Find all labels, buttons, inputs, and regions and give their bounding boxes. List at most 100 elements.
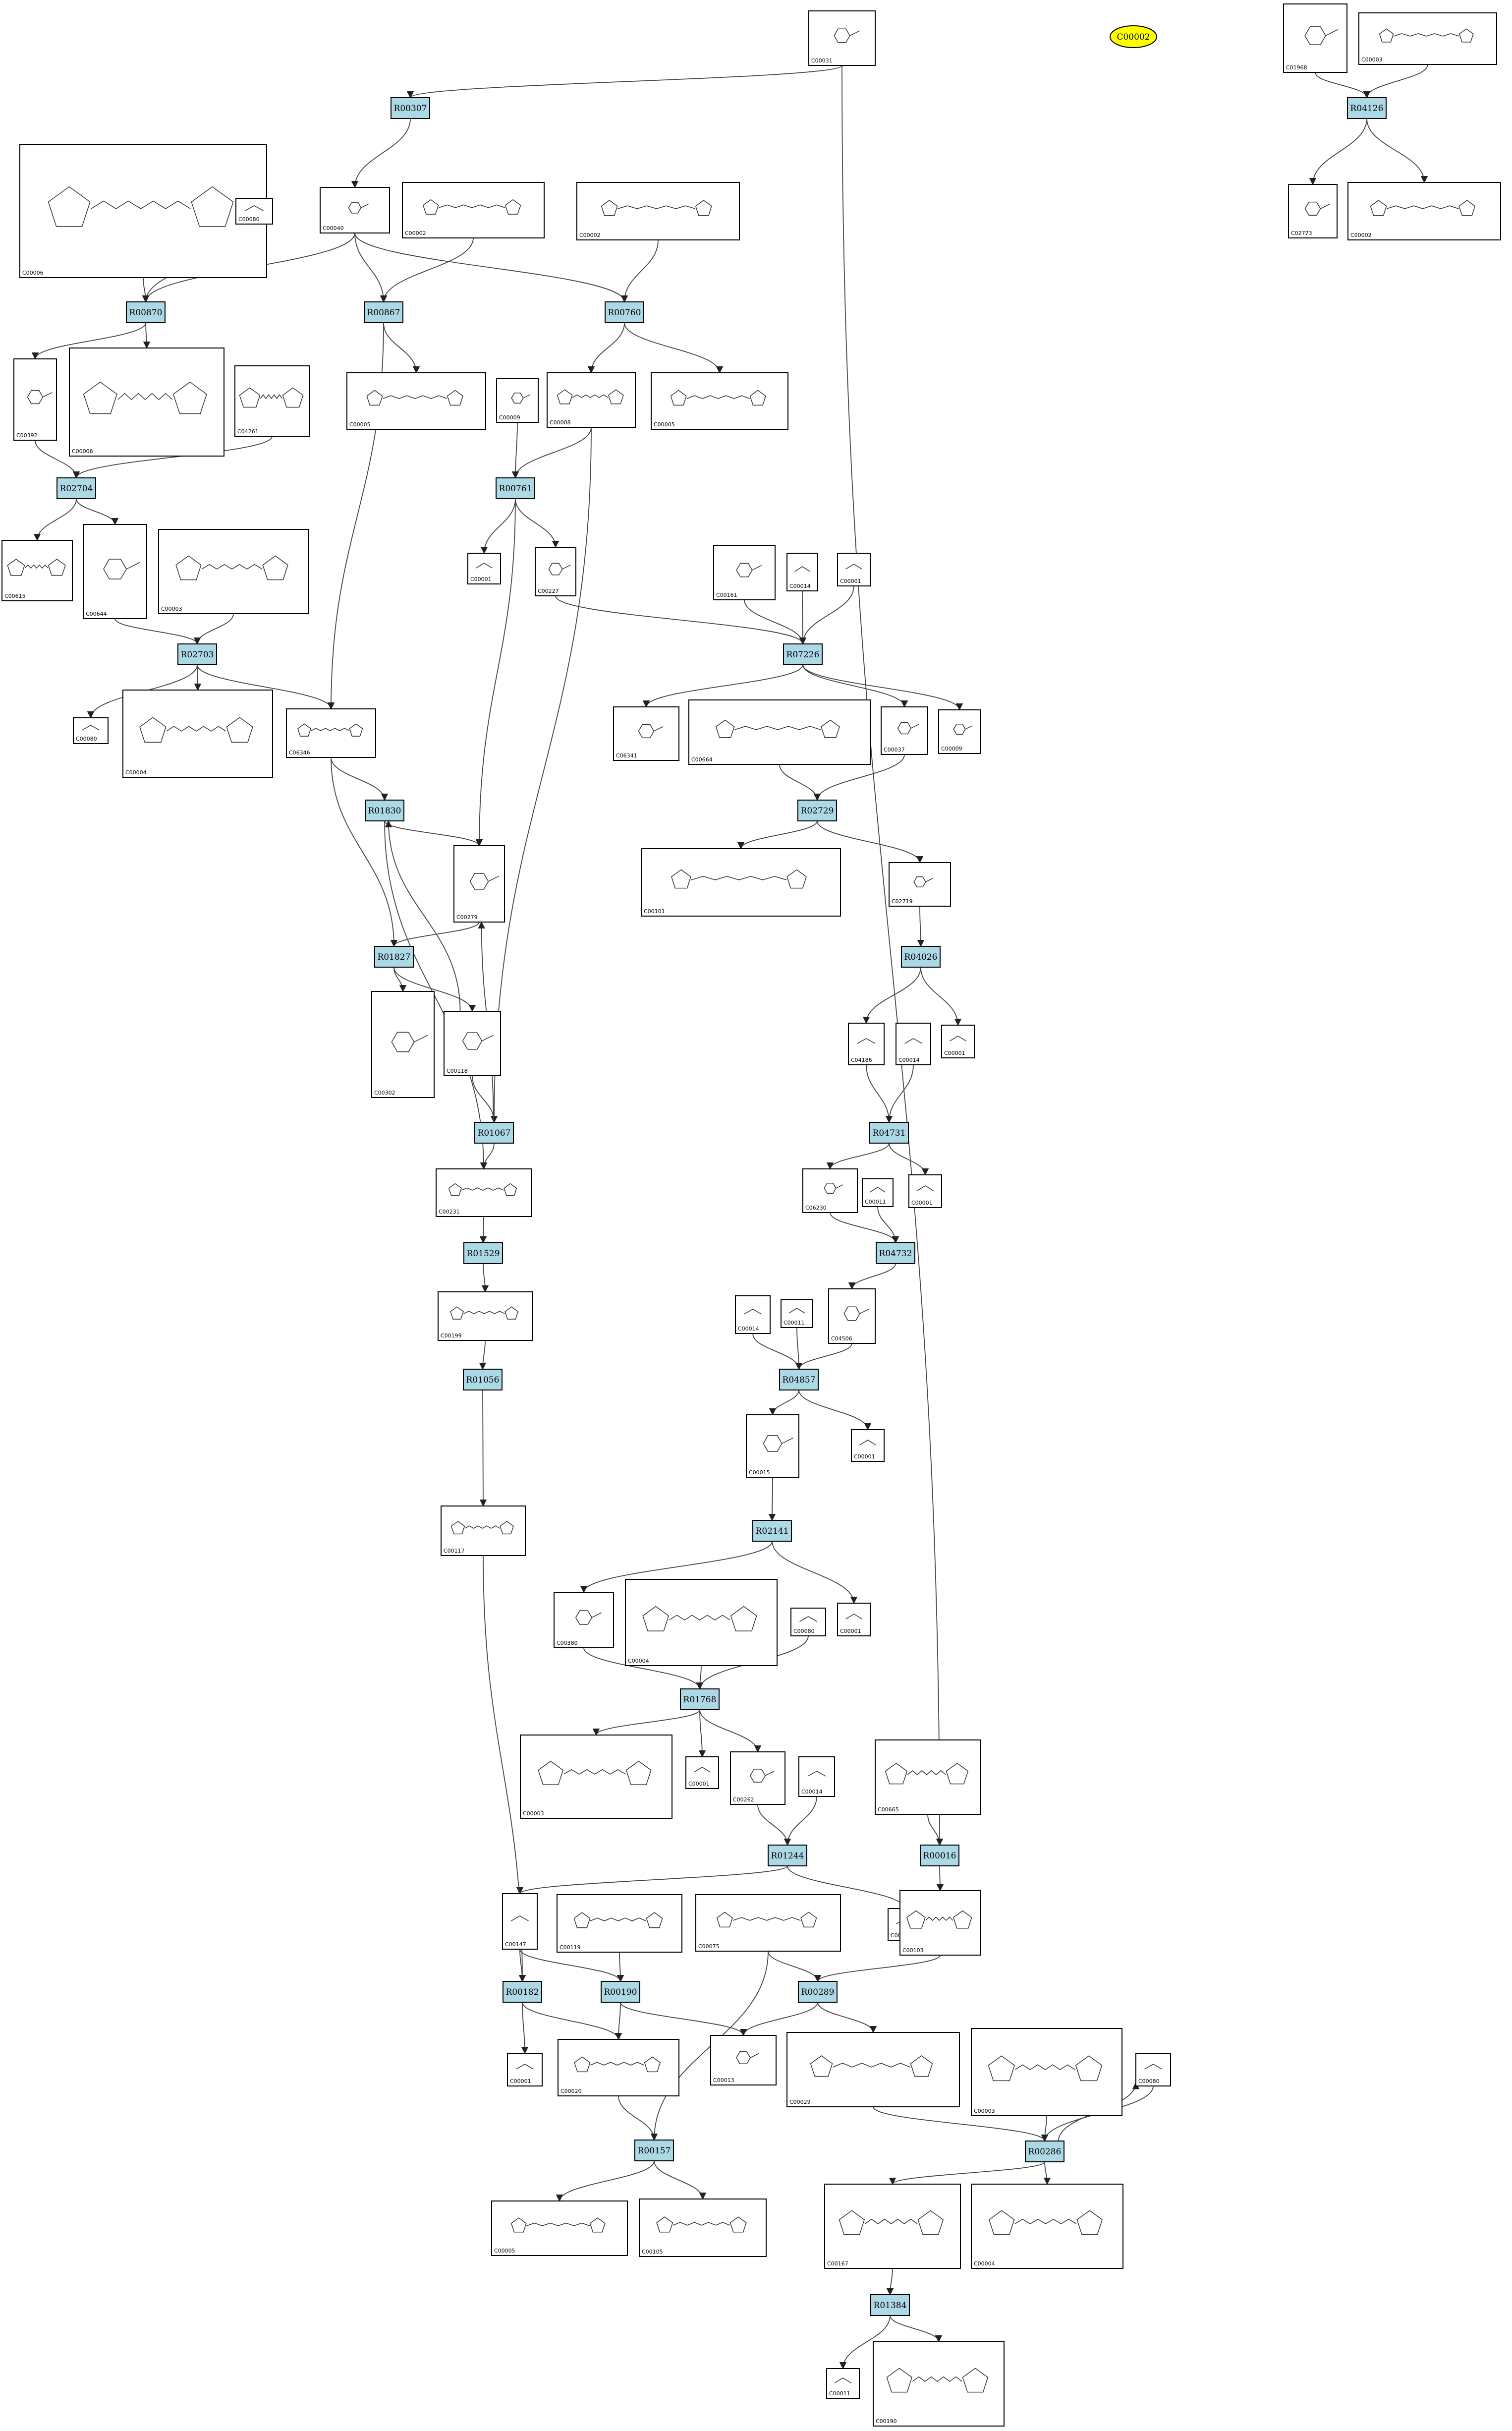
reaction-node-r00190[interactable]: R00190: [601, 1981, 640, 2003]
compound-node-c00011[interactable]: C00011: [862, 1178, 894, 1207]
compound-node-c00001[interactable]: C00001: [851, 1429, 885, 1462]
compound-node-c00009[interactable]: C00009: [938, 709, 981, 754]
compound-node-c00161[interactable]: C00161: [713, 545, 776, 600]
compound-node-c00011[interactable]: C00011: [826, 2368, 860, 2399]
compound-node-c00001[interactable]: C00001: [837, 553, 871, 586]
compound-node-c00101[interactable]: C00101: [641, 848, 841, 917]
compound-node-c00006[interactable]: C00006: [19, 144, 267, 278]
reaction-node-r00761[interactable]: R00761: [496, 477, 535, 499]
compound-node-c00004[interactable]: C00004: [625, 1579, 778, 1666]
compound-node-c01968[interactable]: C01968: [1283, 3, 1347, 73]
compound-node-c00118[interactable]: C00118: [444, 1011, 501, 1076]
compound-node-c00004[interactable]: C00004: [122, 690, 273, 778]
reaction-node-r00016[interactable]: R00016: [920, 1845, 959, 1866]
compound-node-c04261[interactable]: C04261: [234, 365, 310, 437]
compound-node-c00014[interactable]: C00014: [786, 553, 818, 591]
compound-node-c02719[interactable]: C02719: [889, 862, 951, 907]
reaction-node-r00157[interactable]: R00157: [634, 2140, 674, 2161]
reaction-node-r04026[interactable]: R04026: [901, 946, 941, 968]
compound-node-c00003[interactable]: C00003: [520, 1735, 672, 1819]
reaction-node-r01827[interactable]: R01827: [374, 946, 414, 968]
compound-node-c00664[interactable]: C00664: [688, 699, 871, 765]
compound-node-c00190[interactable]: C00190: [873, 2341, 1005, 2427]
compound-node-c00009[interactable]: C00009: [496, 378, 539, 423]
reaction-node-r00760[interactable]: R00760: [605, 301, 644, 323]
compound-node-c00080[interactable]: C00080: [235, 198, 273, 225]
compound-node-c00080[interactable]: C00080: [790, 1608, 826, 1636]
compound-node-c00029[interactable]: C00029: [786, 2032, 960, 2107]
compound-node-c02773[interactable]: C02773: [1288, 184, 1338, 238]
compound-node-c00001[interactable]: C00001: [507, 2053, 543, 2086]
compound-node-c00001[interactable]: C00001: [941, 1025, 975, 1058]
reaction-node-r00870[interactable]: R00870: [126, 301, 166, 323]
compound-node-c00002[interactable]: C00002: [576, 182, 740, 240]
compound-node-c00080[interactable]: C00080: [73, 717, 109, 744]
compound-node-c00004[interactable]: C00004: [971, 2184, 1123, 2269]
reaction-node-r04857[interactable]: R04857: [779, 1369, 819, 1390]
reaction-node-r02704[interactable]: R02704: [56, 477, 96, 499]
compound-node-c00231[interactable]: C00231: [436, 1168, 532, 1217]
compound-node-c00615[interactable]: C00615: [1, 540, 73, 601]
compound-node-c00262[interactable]: C00262: [730, 1751, 785, 1805]
compound-node-c00014[interactable]: C00014: [798, 1756, 835, 1797]
compound-node-c00665[interactable]: C00665: [875, 1739, 981, 1815]
reaction-node-r02141[interactable]: R02141: [752, 1520, 792, 1542]
reaction-node-r00867[interactable]: R00867: [364, 301, 403, 323]
compound-node-c00020[interactable]: C00020: [558, 2039, 679, 2096]
compound-node-c00005[interactable]: C00005: [651, 372, 788, 430]
reaction-node-r01830[interactable]: R01830: [365, 800, 404, 821]
compound-node-c00001[interactable]: C00001: [467, 553, 501, 584]
reaction-node-r01768[interactable]: R01768: [680, 1688, 720, 1710]
reaction-node-r01244[interactable]: R01244: [768, 1845, 807, 1866]
compound-node-c00302[interactable]: C00302: [371, 991, 435, 1098]
reaction-node-r01384[interactable]: R01384: [870, 2294, 910, 2316]
compound-node-c00005[interactable]: C00005: [491, 2200, 628, 2256]
compound-node-c00014[interactable]: C00014: [735, 1295, 771, 1334]
compound-node-c00380[interactable]: C00380: [554, 1592, 614, 1648]
compound-node-c06230[interactable]: C06230: [802, 1168, 858, 1213]
compound-node-c00199[interactable]: C00199: [438, 1291, 533, 1341]
compound-node-c00014[interactable]: C00014: [896, 1023, 931, 1065]
compound-node-c00011[interactable]: C00011: [781, 1299, 813, 1328]
compound-node-c00002[interactable]: C00002: [402, 182, 545, 238]
compound-node-c00147[interactable]: C00147: [502, 1893, 538, 1950]
compound-node-c00003[interactable]: C00003: [1358, 12, 1497, 65]
reaction-node-r04126[interactable]: R04126: [1347, 97, 1387, 119]
compound-node-c00119[interactable]: C00119: [557, 1894, 682, 1953]
compound-node-c00003[interactable]: C00003: [971, 2028, 1122, 2116]
compound-node-c00227[interactable]: C00227: [535, 547, 576, 596]
reaction-node-r07226[interactable]: R07226: [783, 643, 823, 665]
compound-node-c00031[interactable]: C00031: [808, 10, 876, 66]
compound-node-c00006[interactable]: C00006: [69, 347, 224, 457]
compound-node-c00167[interactable]: C00167: [824, 2184, 961, 2269]
reaction-node-r01067[interactable]: R01067: [474, 1122, 514, 1144]
compound-node-c00005[interactable]: C00005: [346, 372, 486, 430]
reaction-node-r04732[interactable]: R04732: [876, 1242, 915, 1264]
reaction-node-r02729[interactable]: R02729: [797, 800, 837, 821]
compound-node-c00003[interactable]: C00003: [158, 529, 309, 614]
compound-node-c00392[interactable]: C00392: [13, 358, 57, 441]
reaction-node-r00307[interactable]: R00307: [391, 97, 430, 119]
compound-node-c00037[interactable]: C00037: [881, 706, 928, 755]
reaction-node-r00182[interactable]: R00182: [503, 1981, 542, 2003]
compound-node-c00105[interactable]: C00105: [639, 2199, 767, 2257]
compound-node-c00002[interactable]: C00002: [1347, 182, 1501, 240]
compound-node-c00013[interactable]: C00013: [710, 2035, 777, 2085]
compound-node-c00279[interactable]: C00279: [453, 845, 505, 923]
compound-node-c00008[interactable]: C00008: [547, 372, 636, 428]
compound-node-c00001[interactable]: C00001: [837, 1603, 871, 1636]
reaction-node-r00289[interactable]: R00289: [798, 1981, 838, 2003]
reaction-node-r01529[interactable]: R01529: [463, 1242, 503, 1264]
compound-node-c06341[interactable]: C06341: [613, 706, 679, 761]
compound-node-c00644[interactable]: C00644: [83, 524, 147, 619]
compound-node-c04506[interactable]: C04506: [828, 1288, 876, 1344]
reaction-node-r04731[interactable]: R04731: [869, 1122, 909, 1144]
compound-node-c00080[interactable]: C00080: [1135, 2053, 1171, 2086]
compound-node-c00117[interactable]: C00117: [441, 1505, 526, 1556]
selected-compound-node[interactable]: C00002: [1110, 25, 1157, 48]
compound-node-c00001[interactable]: C00001: [685, 1756, 719, 1789]
compound-node-c00075[interactable]: C00075: [695, 1894, 841, 1952]
reaction-node-r00286[interactable]: R00286: [1025, 2141, 1064, 2162]
compound-node-c00001[interactable]: C00001: [908, 1174, 942, 1208]
compound-node-c00015[interactable]: C00015: [746, 1414, 799, 1478]
